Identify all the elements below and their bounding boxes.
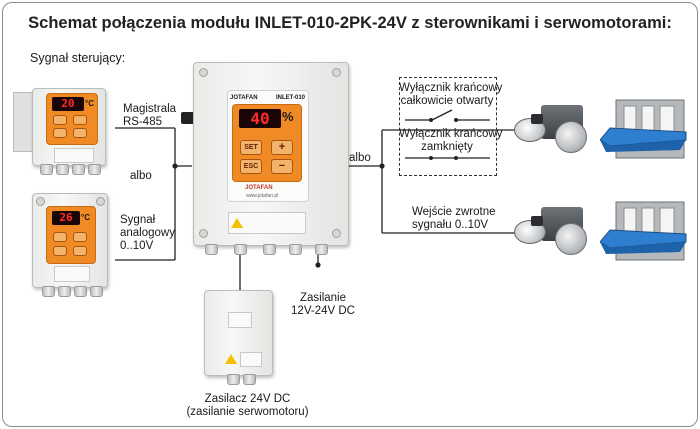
inlet-module-screw-bl <box>199 229 208 238</box>
inlet-module-logo-text: JOTAFAN <box>245 185 273 191</box>
limit-closed-label-line1: Wyłącznik krańcowy <box>399 128 503 140</box>
inlet-module-display: 40 <box>239 109 281 128</box>
psu-label-line2: (zasilanie serwomotoru) <box>186 406 309 418</box>
junction-right <box>379 163 385 169</box>
inlet-module-gland-1 <box>205 244 218 255</box>
feedback-label-line2: sygnału 0..10V <box>412 219 489 231</box>
actuator-bottom-shaft-disc <box>555 223 587 255</box>
actuator-top-clamp <box>531 114 543 124</box>
controller-top-button-esc <box>53 128 67 138</box>
controller-bottom-unit: °C <box>81 213 90 222</box>
inlet-module-warning-sticker <box>228 212 306 234</box>
junction-supply <box>315 262 321 268</box>
controller-bottom-display: 26 <box>52 211 80 225</box>
inlet-module-gland-2 <box>234 244 247 255</box>
actuator-top-shaft-disc <box>555 121 587 153</box>
damper-top <box>600 99 687 159</box>
switch-open-terminal-b <box>454 118 458 122</box>
inlet-module-gland-5 <box>315 244 328 255</box>
inlet-module-esc-button: ESC <box>240 159 262 174</box>
controller-top-unit: °C <box>85 99 94 108</box>
inlet-module-website: www.jotafan.pl <box>246 193 279 199</box>
switch-open-terminal-a <box>429 118 433 122</box>
controller-bottom-screw-tl <box>36 197 45 206</box>
inlet-module-gland-3 <box>263 244 276 255</box>
inlet-module-screw-tr <box>332 68 341 77</box>
limit-closed-label-line2: zamknięty <box>421 141 473 153</box>
analog-label-line2: analogowy <box>120 227 175 239</box>
controller-bottom-gland-1 <box>42 286 55 297</box>
supply-label-line2: 12V-24V DC <box>291 305 355 317</box>
inlet-module-unit: % <box>282 109 294 124</box>
controller-top-button-minus <box>73 128 87 138</box>
actuator-bottom-motor <box>514 220 546 244</box>
inlet-module-screw-tl <box>199 68 208 77</box>
controller-top-gland-1 <box>40 164 53 175</box>
controller-bottom-sticker <box>54 266 90 282</box>
controller-bottom-gland-2 <box>58 286 71 297</box>
controller-bottom-screw-tr <box>96 197 105 206</box>
controller-bottom-button-esc <box>53 246 67 256</box>
controller-bottom-gland-4 <box>90 286 103 297</box>
switch-closed-terminal-b <box>454 156 458 160</box>
controller-top-button-plus <box>73 115 87 125</box>
limit-switches-box <box>399 77 497 176</box>
controller-top-gland-2 <box>56 164 69 175</box>
inlet-module-set-button: SET <box>240 140 262 155</box>
power-supply-label <box>228 312 252 328</box>
controller-bottom-button-set <box>53 232 67 242</box>
rs485-label-line2: RS-485 <box>123 116 162 128</box>
feedback-label-line1: Wejście zwrotne <box>412 206 496 218</box>
power-supply-gland-2 <box>243 374 256 385</box>
rs485-label-line1: Magistrala <box>123 103 177 115</box>
inlet-module-brand: JOTAFAN <box>230 95 258 101</box>
supply-label-line1: Zasilanie <box>299 292 347 304</box>
limit-open-label-line2: całkowicie otwarty <box>400 95 494 107</box>
power-supply-gland-1 <box>227 374 240 385</box>
power-supply-housing <box>204 290 273 376</box>
controller-bottom-button-minus <box>73 246 87 256</box>
control-signal-label: Sygnał sterujący: <box>30 51 126 65</box>
inlet-module-minus-button: − <box>271 159 293 174</box>
junction-left <box>172 163 178 169</box>
switch-closed-terminal-a <box>429 156 433 160</box>
controller-bottom-button-plus <box>73 232 87 242</box>
limit-open-label-line1: Wyłącznik krańcowy <box>399 82 503 94</box>
limit-switch-open-contact <box>431 109 453 121</box>
inlet-module-model: INLET-010 <box>276 95 306 101</box>
inlet-module-warning-icon <box>231 218 243 228</box>
controller-top-display: 20 <box>52 97 84 111</box>
actuator-bottom-clamp <box>531 216 543 226</box>
psu-label-line1: Zasilacz 24V DC <box>204 393 291 405</box>
controller-top-button-set <box>53 115 67 125</box>
inlet-module-screw-br <box>332 229 341 238</box>
or-label-left: albo <box>130 170 152 182</box>
controller-top-gland-4 <box>88 164 101 175</box>
inlet-module-plus-button: + <box>271 140 293 155</box>
analog-label-line3: 0..10V <box>120 240 154 252</box>
diagram-title: Schemat połączenia modułu INLET-010-2PK-… <box>28 14 672 32</box>
power-supply-sticker <box>240 352 262 367</box>
damper-bottom <box>600 201 687 261</box>
controller-bottom-gland-3 <box>74 286 87 297</box>
or-label-right: albo <box>349 152 371 164</box>
controller-top-sticker <box>54 148 94 163</box>
inlet-module-gland-4 <box>289 244 302 255</box>
analog-label-line1: Sygnał <box>120 214 156 226</box>
controller-top-gland-3 <box>72 164 85 175</box>
power-supply-warning-icon <box>225 354 237 364</box>
